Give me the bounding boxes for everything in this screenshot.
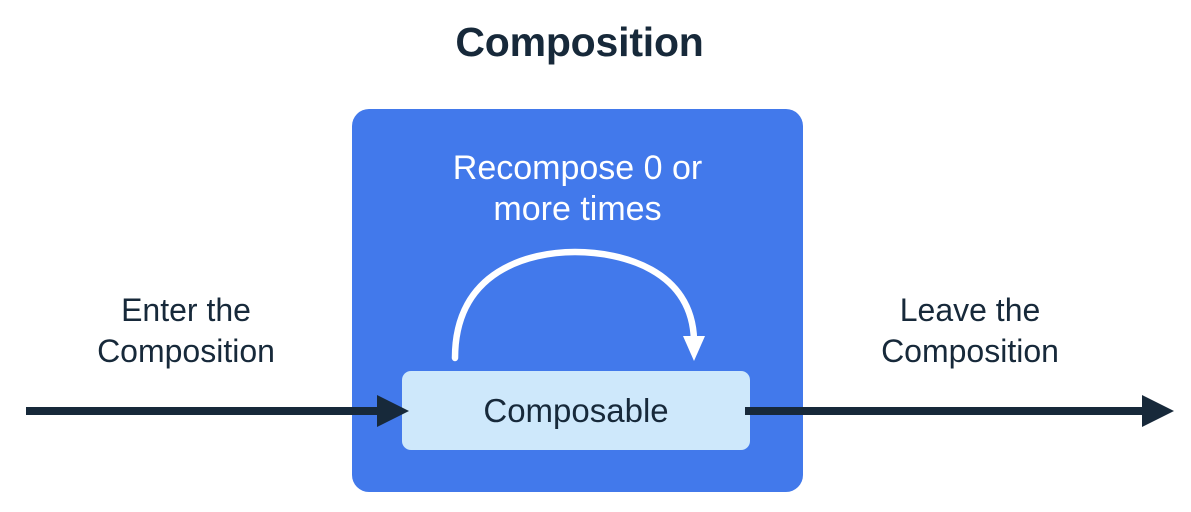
enter-composition-label-line-1: Enter the <box>121 292 251 328</box>
page-title: Composition <box>455 19 704 65</box>
composable-node-label: Composable <box>483 391 669 429</box>
leave-flow-arrow-icon <box>745 395 1174 427</box>
recompose-loop-arrow-icon <box>451 248 705 362</box>
enter-composition-label: Enter the Composition <box>36 290 336 372</box>
leave-composition-label-line-1: Leave the <box>899 292 1041 328</box>
leave-composition-label-line-2: Composition <box>881 333 1059 369</box>
enter-composition-label-line-2: Composition <box>97 333 275 369</box>
enter-flow-arrow-icon <box>26 395 409 427</box>
composable-node: Composable <box>402 371 750 450</box>
recompose-caption: Recompose 0 or more times <box>352 148 803 230</box>
leave-composition-label: Leave the Composition <box>820 290 1120 372</box>
recompose-caption-line-2: more times <box>493 190 662 228</box>
recompose-caption-line-1: Recompose 0 or <box>452 149 703 187</box>
